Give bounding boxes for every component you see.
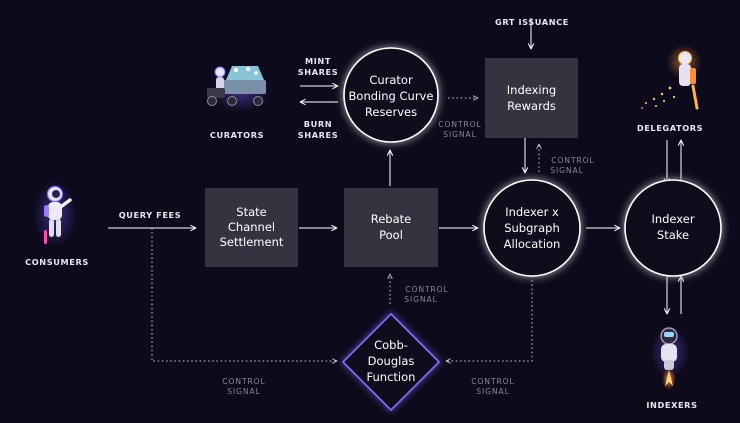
node-rebate-pool: Rebate Pool [344, 188, 438, 267]
indexers-astronaut-icon [650, 326, 690, 390]
consumers-actor: CONSUMERS [25, 180, 89, 267]
curators-cart-icon [207, 66, 270, 112]
query-fees-label: QUERY FEES [119, 210, 182, 220]
state-channel-line-2: Channel [228, 220, 275, 234]
control-signal-4-line-2: SIGNAL [227, 387, 260, 396]
allocation-line-1: Indexer x [505, 205, 559, 219]
curators-label: CURATORS [210, 130, 264, 140]
ctrl-arrow-fees-to-cobb [151, 228, 337, 361]
control-signal-3-line-2: SIGNAL [404, 295, 437, 304]
curator-curve-line-2: Bonding Curve [349, 89, 434, 103]
curator-curve-line-3: Reserves [365, 105, 417, 119]
state-channel-line-1: State [236, 205, 266, 219]
curator-curve-line-1: Curator [369, 73, 413, 87]
cobb-douglas-line-1: Cobb- [374, 338, 408, 352]
control-signal-5-line-1: CONTROL [471, 377, 514, 386]
cobb-douglas-line-2: Douglas [368, 354, 415, 368]
grt-issuance-label: GRT ISSUANCE [495, 17, 569, 27]
delegators-jetpack-icon [641, 44, 702, 110]
rebate-pool-line-1: Rebate [371, 212, 411, 226]
indexing-rewards-line-1: Indexing [507, 83, 556, 97]
indexer-stake-line-1: Indexer [651, 212, 694, 226]
ctrl-arrow-allocation-to-cobb [446, 276, 533, 361]
allocation-line-2: Subgraph [504, 221, 560, 235]
indexer-stake-circle [624, 179, 722, 277]
indexers-actor: INDEXERS [646, 326, 697, 410]
allocation-circle [483, 179, 581, 277]
curators-actor: CURATORS [207, 66, 270, 140]
allocation-line-3: Allocation [504, 237, 561, 251]
indexers-label: INDEXERS [646, 400, 697, 410]
consumers-astronaut-icon [44, 185, 72, 244]
rebate-pool-line-2: Pool [379, 228, 403, 242]
node-indexer-stake: Indexer Stake [624, 179, 722, 277]
burn-shares-label-2: SHARES [298, 130, 338, 140]
control-signal-1-line-1: CONTROL [438, 120, 481, 129]
indexer-stake-line-2: Stake [657, 228, 689, 242]
flow-arrows [108, 18, 681, 314]
cobb-douglas-line-3: Function [367, 370, 416, 384]
control-signal-2-line-1: CONTROL [551, 156, 594, 165]
node-state-channel: State Channel Settlement [205, 188, 298, 267]
control-arrows [151, 98, 539, 361]
node-cobb-douglas: Cobb- Douglas Function [341, 312, 441, 412]
node-curator-curve: Curator Bonding Curve Reserves [343, 47, 439, 143]
indexing-rewards-box [485, 58, 578, 138]
control-signal-2-line-2: SIGNAL [550, 166, 583, 175]
control-signal-5-line-2: SIGNAL [476, 387, 509, 396]
rebate-pool-box [344, 188, 438, 267]
delegators-label: DELEGATORS [637, 123, 703, 133]
consumers-label: CONSUMERS [25, 257, 89, 267]
state-channel-line-3: Settlement [220, 235, 284, 249]
cobb-douglas-diamond [341, 312, 441, 412]
mint-shares-label-2: SHARES [298, 67, 338, 77]
control-signal-1-line-2: SIGNAL [443, 130, 476, 139]
delegators-actor: DELEGATORS [637, 44, 703, 133]
burn-shares-label-1: BURN [304, 119, 332, 129]
node-allocation: Indexer x Subgraph Allocation [483, 179, 581, 277]
mint-shares-label-1: MINT [305, 56, 331, 66]
state-channel-box [205, 188, 298, 267]
control-signal-4-line-1: CONTROL [222, 377, 265, 386]
node-indexing-rewards: Indexing Rewards [485, 58, 578, 138]
indexing-rewards-line-2: Rewards [507, 99, 556, 113]
control-signal-3-line-1: CONTROL [405, 285, 448, 294]
curator-curve-circle [343, 47, 439, 143]
